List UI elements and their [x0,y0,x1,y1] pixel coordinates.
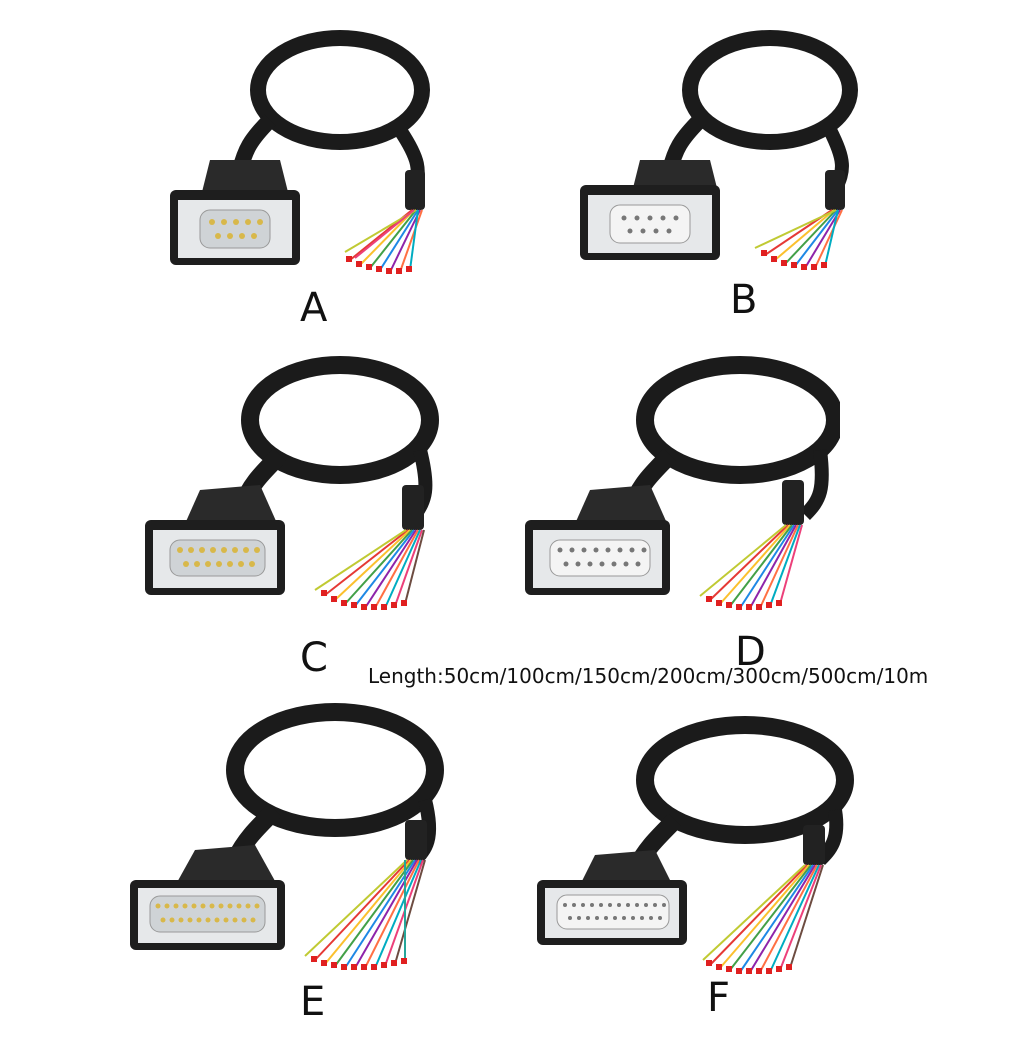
variant-label-d: D [735,629,766,675]
cable-variant-b: B [570,20,930,350]
cable-variant-e: E [125,700,485,1030]
db25-female-cable-image [537,716,854,974]
db15-female-cable-image [525,356,840,610]
variant-label-b: B [730,277,758,323]
variant-label-c: C [300,635,328,681]
db9-male-cable-image [170,30,430,274]
length-options-text: Length:50cm/100cm/150cm/200cm/300cm/500c… [368,664,929,688]
variant-label-f: F [707,975,731,1021]
variant-label-e: E [300,979,326,1025]
cable-variant-c: C [140,350,500,680]
variant-label-a: A [300,285,328,331]
cable-variant-a: A [150,20,510,350]
db15-male-cable-image [145,356,439,610]
cable-variant-f: F [535,710,895,1040]
db9-female-cable-image [580,30,858,270]
cable-variant-d: D [520,350,880,680]
db25-male-cable-image [130,703,444,970]
